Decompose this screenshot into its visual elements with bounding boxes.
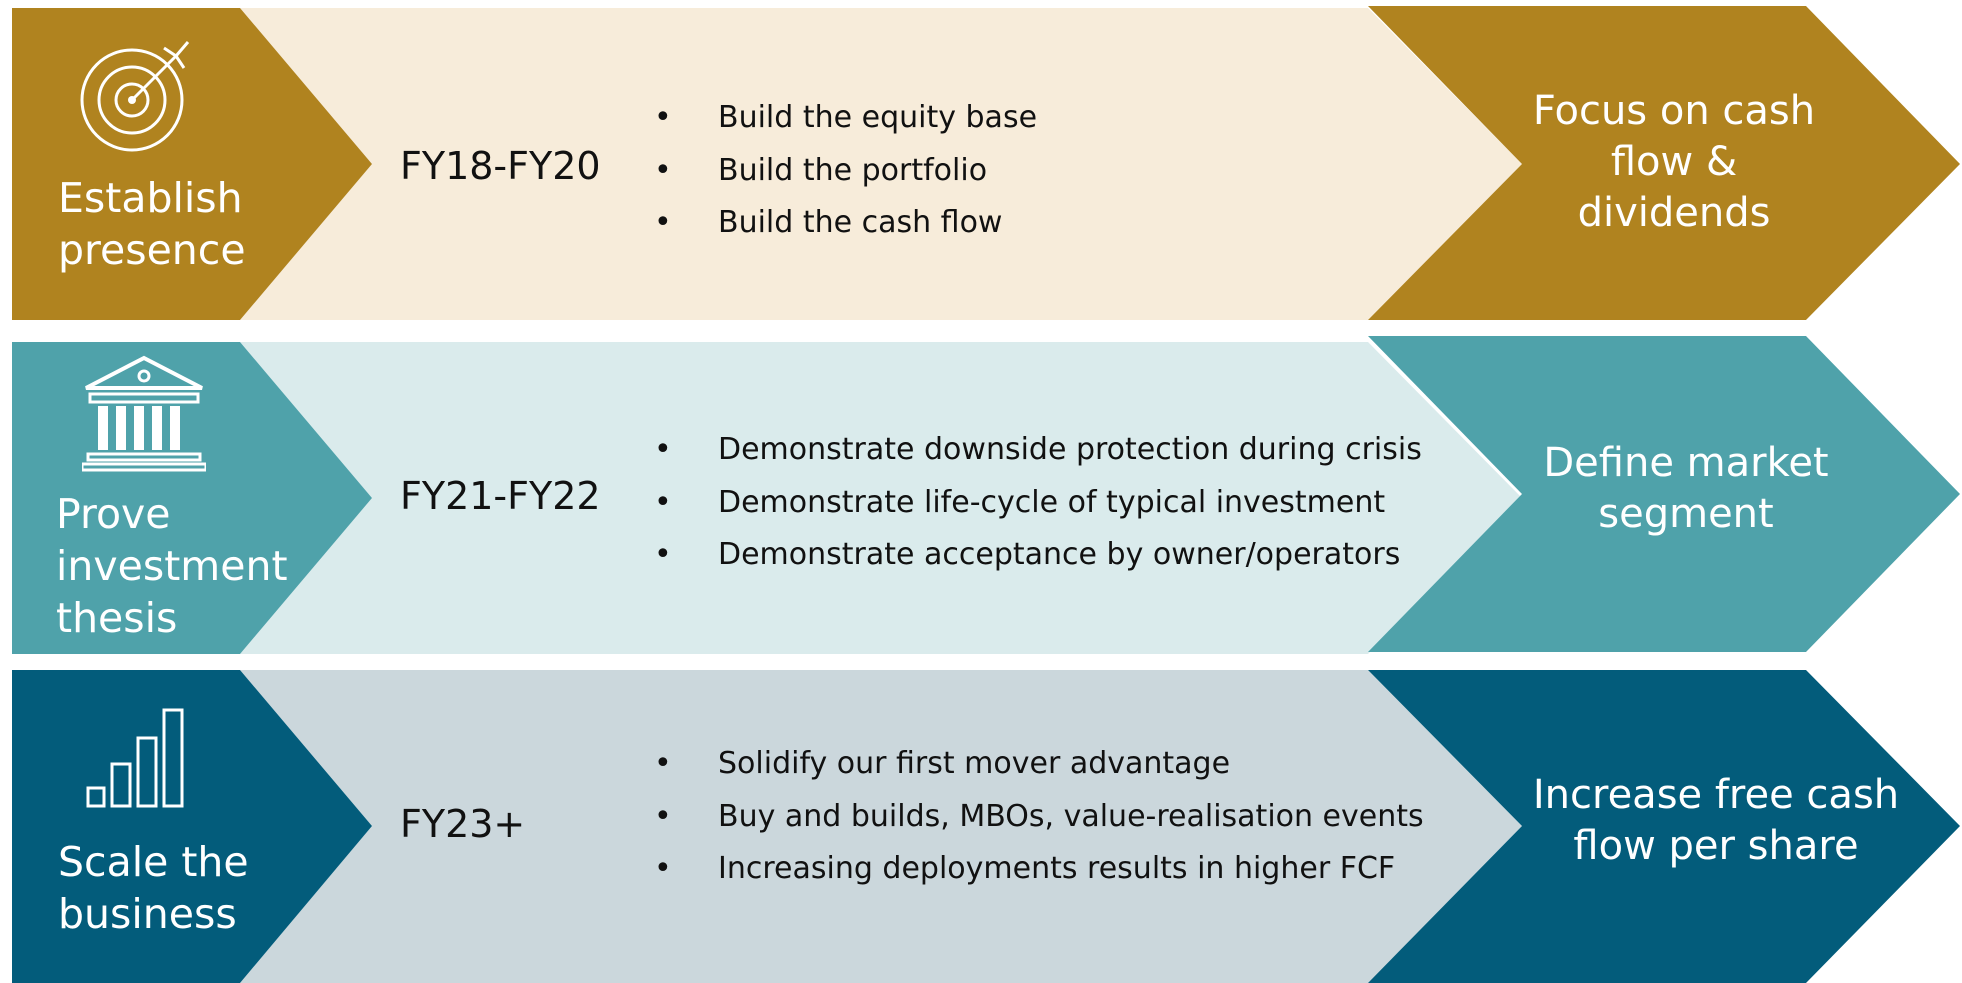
phase-label-line: thesis [56,594,178,642]
goal-label-line: flow per share [1573,823,1859,869]
bar-chart-icon [86,708,184,808]
phase-label-line: Prove [56,490,171,538]
bullet-item: Solidify our first mover advantage [654,738,1424,791]
target-icon [80,41,190,152]
row-scale-the-business: Scale the business FY23+ Solidify our fi… [0,660,1962,983]
right-chevron [1368,670,1960,983]
bullet-item: Demonstrate life-cycle of typical invest… [654,477,1422,530]
bullet-item: Buy and builds, MBOs, value-realisation … [654,791,1424,844]
row-prove-investment-thesis: Prove investment thesis FY21-FY22 Demons… [0,334,1962,656]
period-label: FY18-FY20 [400,144,601,188]
goal-label-line: Define market [1543,440,1829,486]
bullet-item: Demonstrate downside protection during c… [654,424,1422,477]
bullet-item: Increasing deployments results in higher… [654,843,1424,896]
goal-label-line: segment [1598,491,1774,537]
goal-label: Increase free cash flow per share [1516,770,1916,872]
goal-label: Define market segment [1486,438,1886,540]
row-establish-presence: Establish presence FY18-FY20 Build the e… [0,0,1962,322]
bullet-list: Demonstrate downside protection during c… [654,424,1422,582]
phase-label-line: Scale the [58,838,249,886]
goal-label-line: Increase free cash [1532,772,1900,818]
bullet-list: Build the equity base Build the portfoli… [654,92,1037,250]
bullet-item: Build the equity base [654,92,1037,145]
phase-label: Scale the business [58,836,249,940]
period-label: FY21-FY22 [400,474,601,518]
phase-label-line: investment [56,542,288,590]
goal-label-line: flow & [1610,139,1738,185]
phase-label-line: business [58,890,237,938]
goal-label: Focus on cash flow & dividends [1474,86,1874,239]
bullet-item: Build the cash flow [654,197,1037,250]
bullet-item: Build the portfolio [654,145,1037,198]
right-chevron [1368,336,1960,652]
bank-building-icon [82,355,206,472]
bullet-list: Solidify our first mover advantage Buy a… [654,738,1424,896]
left-chevron [12,670,372,983]
goal-label-line: dividends [1577,190,1771,236]
right-chevron [1368,6,1960,320]
phase-label-line: Establish [58,174,243,222]
phase-label-line: presence [58,226,246,274]
goal-label-line: Focus on cash [1532,88,1816,134]
phase-label: Prove investment thesis [56,488,288,644]
phase-label: Establish presence [58,172,246,276]
period-label: FY23+ [400,802,526,846]
bullet-item: Demonstrate acceptance by owner/operator… [654,529,1422,582]
